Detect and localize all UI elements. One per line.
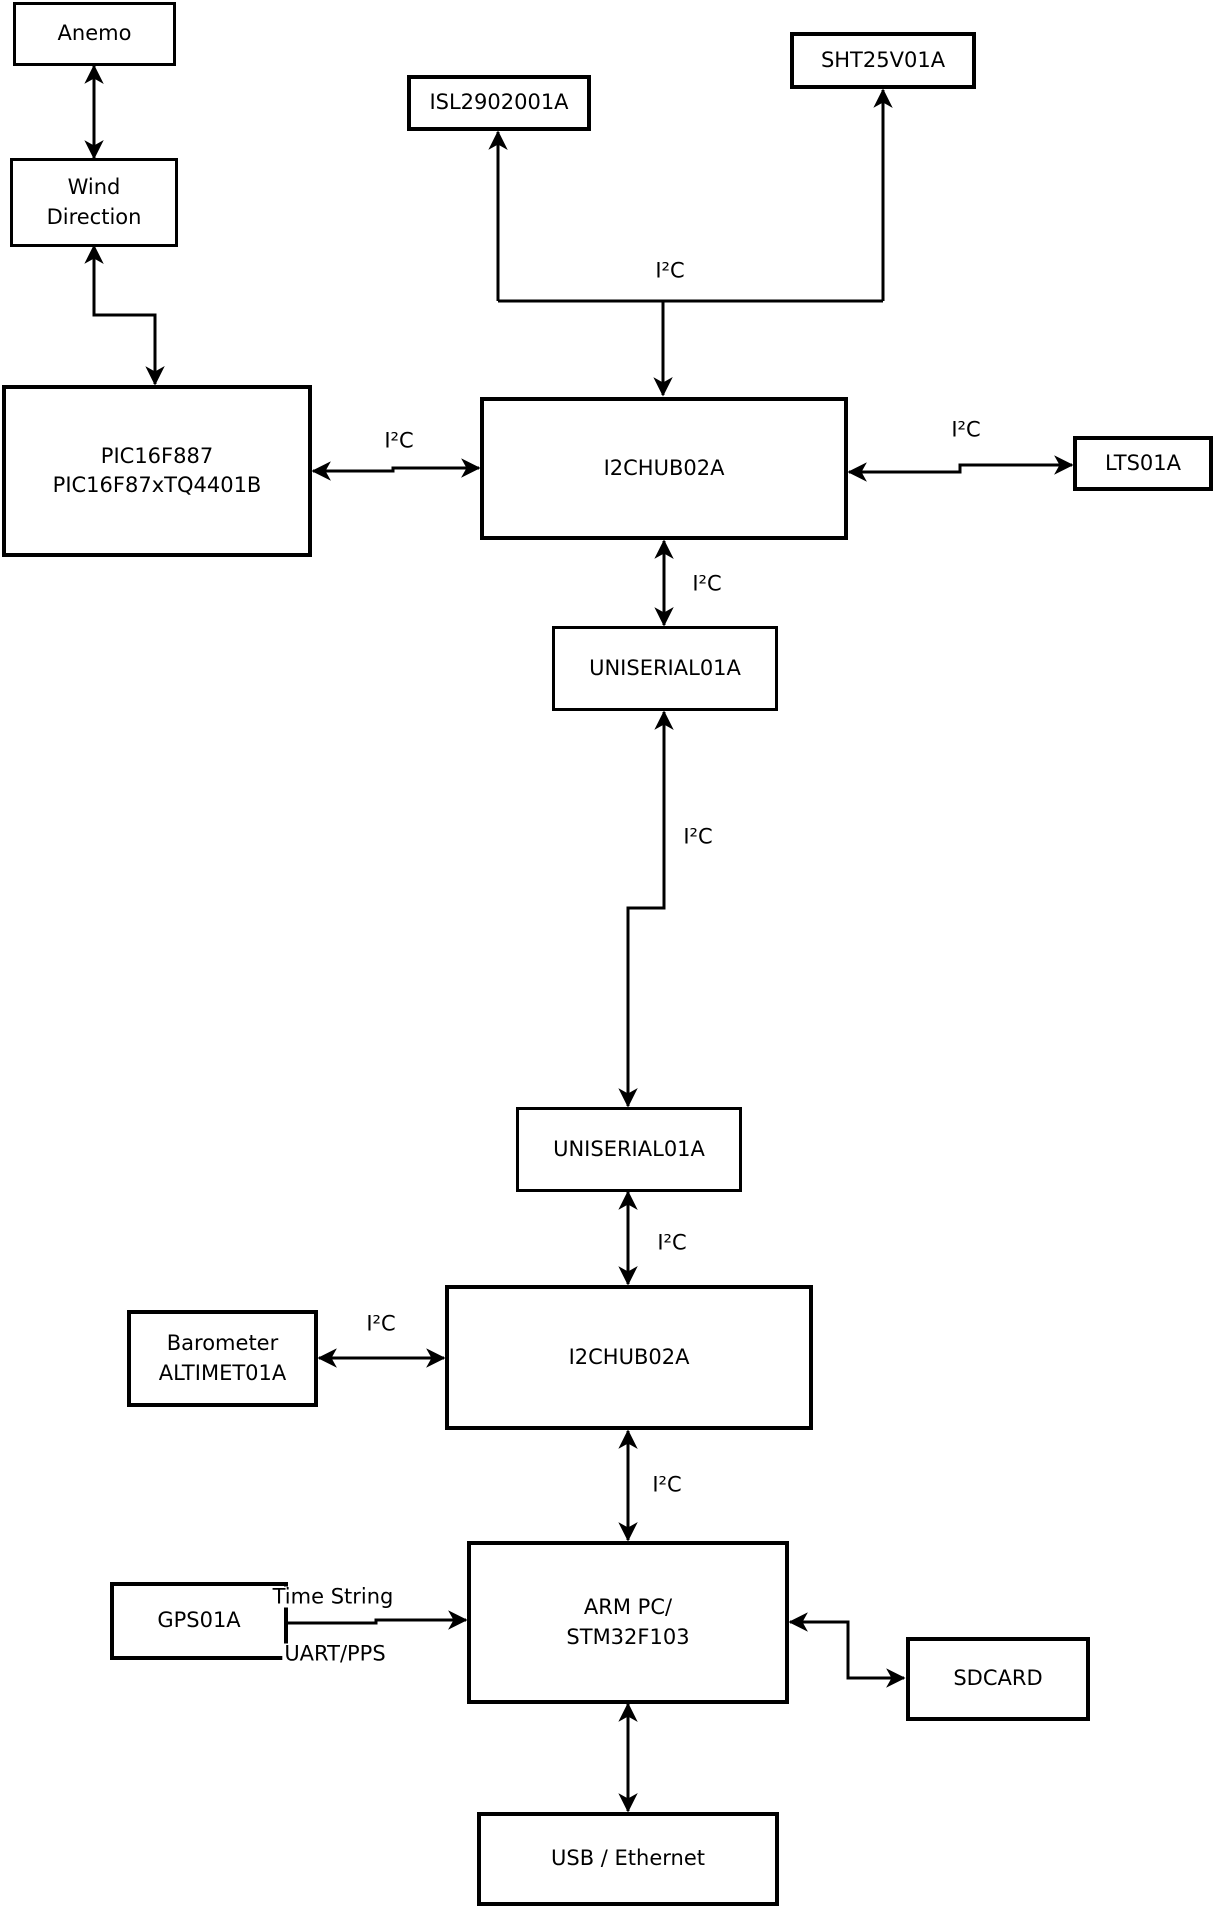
node-sht25v01a: SHT25V01A: [790, 32, 976, 89]
node-i2chub02a-2: I2CHUB02A: [445, 1285, 813, 1430]
node-arm-pc-stm32f103: ARM PC/ STM32F103: [467, 1541, 789, 1704]
edge-gps-arm: [288, 1610, 468, 1630]
node-gps01a: GPS01A: [110, 1582, 288, 1660]
node-uni2-label: UNISERIAL01A: [553, 1136, 705, 1161]
node-arm-label-line2: STM32F103: [566, 1624, 690, 1649]
edge-arm-sdcard: [788, 1612, 906, 1688]
node-anemo-label: Anemo: [57, 21, 132, 46]
node-lts01a: LTS01A: [1073, 436, 1213, 491]
node-gps-label: GPS01A: [157, 1608, 241, 1633]
node-anemo: Anemo: [13, 2, 176, 66]
node-isl2902001a: ISL2902001A: [407, 75, 591, 131]
node-isl-label: ISL2902001A: [429, 90, 569, 115]
edge-label-i2c-hub1-lts: I²C: [949, 417, 983, 442]
node-arm-label-line1: ARM PC/: [583, 1595, 673, 1620]
edge-label-i2c-uni2-hub2: I²C: [655, 1230, 689, 1255]
node-uniserial01a-2: UNISERIAL01A: [516, 1107, 742, 1192]
node-wind-label-line1: Wind: [67, 175, 121, 200]
edge-label-i2c-baro-hub2: I²C: [364, 1311, 398, 1336]
edge-label-i2c-hub1-uni1: I²C: [690, 571, 724, 596]
edge-label-i2c-pic-hub1: I²C: [382, 428, 416, 453]
edge-pic-hub1: [311, 458, 481, 481]
node-wind-direction: Wind Direction: [10, 158, 178, 247]
node-pic-label-line1: PIC16F887: [100, 443, 214, 468]
edge-hub1-lts: [847, 455, 1074, 482]
node-hub1-label: I2CHUB02A: [603, 455, 725, 480]
node-pic16f887: PIC16F887 PIC16F87xTQ4401B: [2, 385, 312, 557]
node-barometer-altimet01a: Barometer ALTIMET01A: [127, 1310, 318, 1407]
node-pic-label-line2: PIC16F87xTQ4401B: [52, 473, 262, 497]
edge-wind-pic: [84, 244, 165, 386]
node-i2chub02a-1: I2CHUB02A: [480, 397, 848, 540]
edge-label-i2c-bus-top: I²C: [653, 258, 687, 283]
edge-label-i2c-hub2-arm: I²C: [650, 1472, 684, 1497]
node-sdcard-label: SDCARD: [953, 1666, 1043, 1691]
node-uniserial01a-1: UNISERIAL01A: [552, 626, 778, 711]
edge-uni1-uni2: [618, 710, 674, 1108]
node-usb-label: USB / Ethernet: [551, 1846, 705, 1871]
node-baro-label-line1: Barometer: [166, 1331, 279, 1356]
node-lts-label: LTS01A: [1104, 450, 1182, 475]
node-baro-label-line2: ALTIMET01A: [158, 1360, 287, 1385]
node-sdcard: SDCARD: [906, 1637, 1090, 1721]
node-usb-ethernet: USB / Ethernet: [477, 1812, 779, 1906]
edge-label-time-string: Time String: [270, 1584, 396, 1609]
node-uni1-label: UNISERIAL01A: [589, 655, 741, 680]
node-hub2-label: I2CHUB02A: [568, 1344, 690, 1369]
node-sht-label: SHT25V01A: [820, 47, 946, 72]
edge-label-i2c-uni1-uni2: I²C: [681, 824, 715, 849]
node-wind-label-line2: Direction: [46, 204, 142, 229]
edge-label-uart-pps: UART/PPS: [282, 1641, 388, 1666]
